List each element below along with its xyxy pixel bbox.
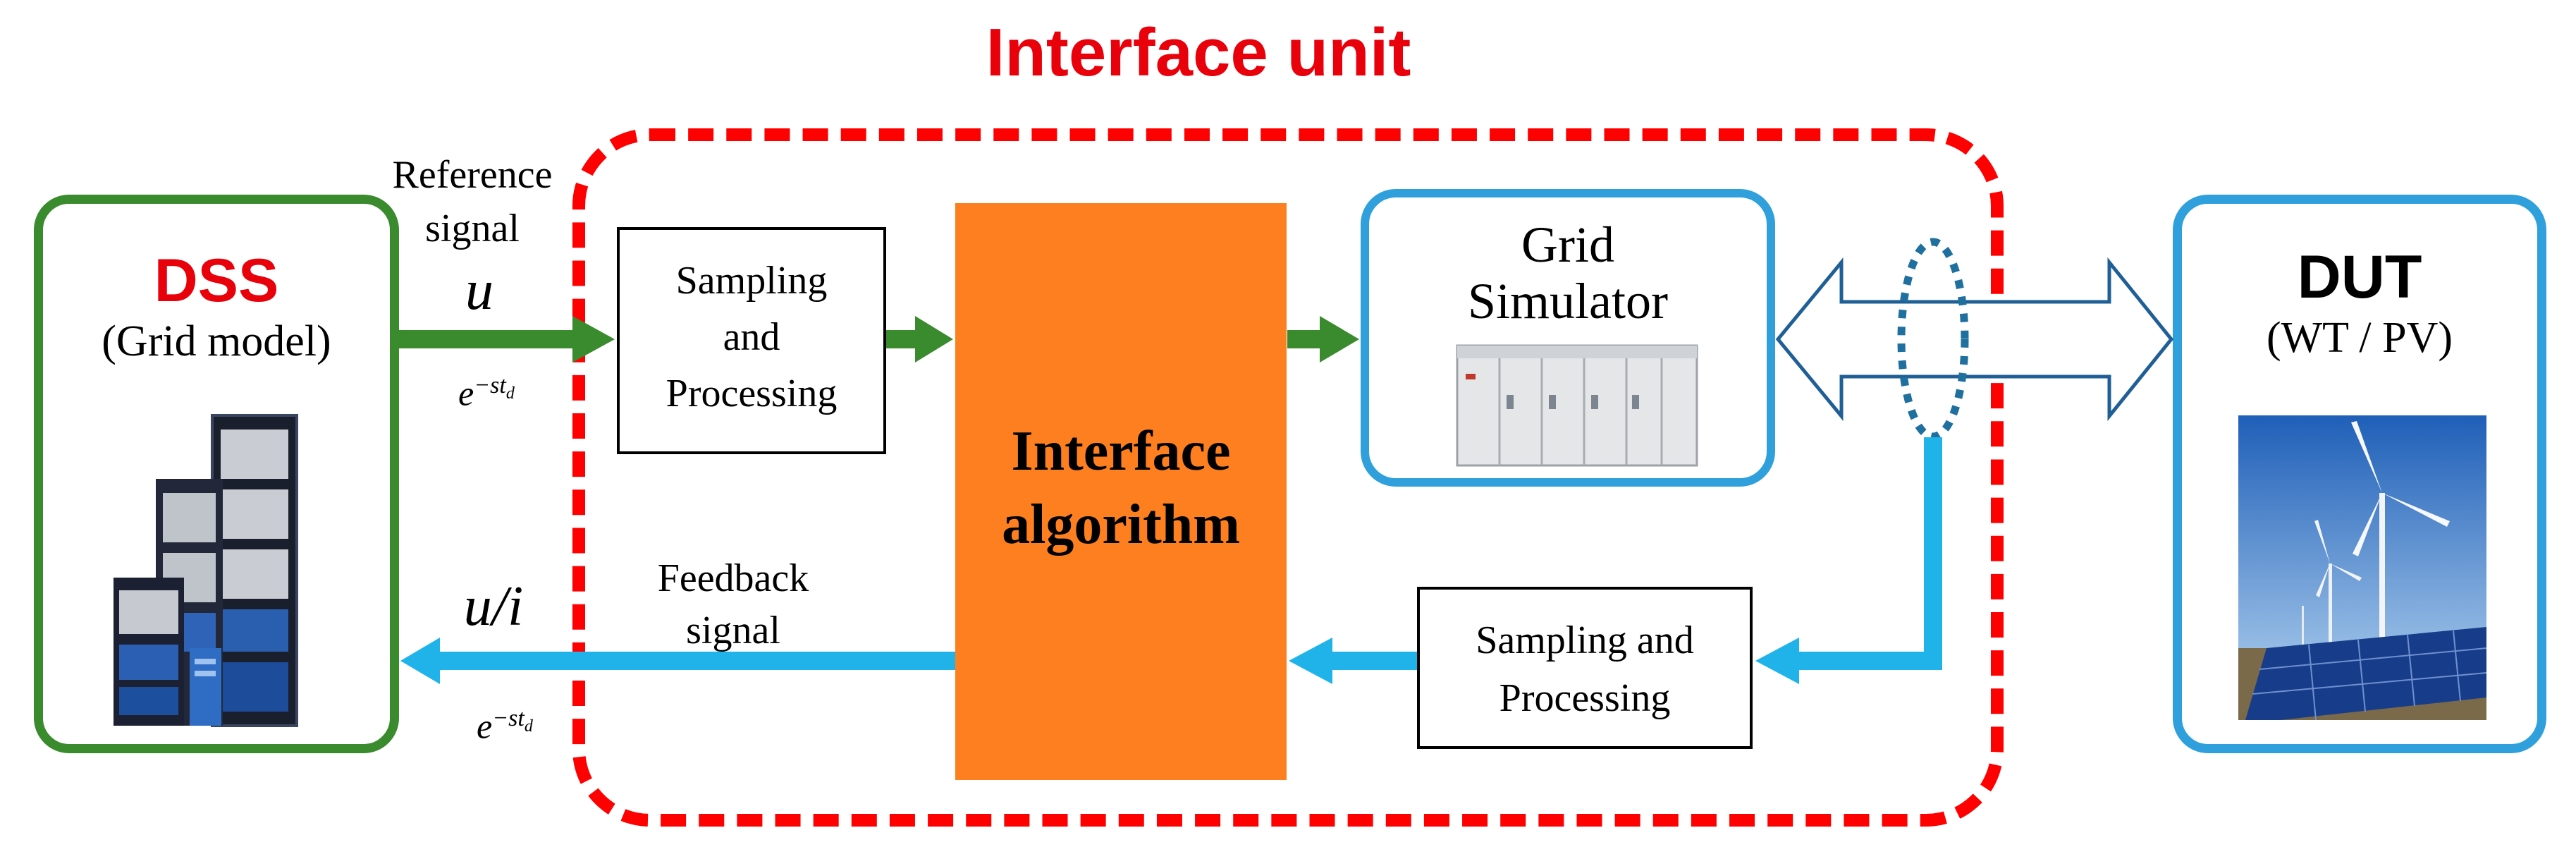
feedback-label-line2: signal xyxy=(686,609,780,652)
grid-simulator-block: Grid Simulator xyxy=(1361,189,1775,487)
measurement-ellipse xyxy=(1897,238,1969,441)
algorithm-line1: Interface xyxy=(1011,420,1231,482)
reference-delay-exponent: −st xyxy=(474,372,506,398)
feedback-label-line1: Feedback xyxy=(657,556,809,600)
dut-block: DUT (WT / PV) xyxy=(2173,195,2546,753)
dut-wind-pv-image xyxy=(2238,415,2486,720)
sampling-to-algorithm-arrow xyxy=(886,316,953,363)
measurement-feedback-path xyxy=(1755,437,1942,684)
reference-label-line2: signal xyxy=(425,207,520,250)
diagram-title: Interface unit xyxy=(986,15,1411,90)
sampling-top-line3: Processing xyxy=(666,372,838,415)
sampling-bottom-line2: Processing xyxy=(1499,676,1671,720)
algorithm-line2: algorithm xyxy=(1002,494,1240,556)
sampling-top-line1: Sampling xyxy=(675,259,828,303)
grid-simulator-cabinet-image xyxy=(1456,344,1698,467)
reference-delay: e−std xyxy=(458,374,515,411)
feedback-symbol: u/i xyxy=(463,575,524,638)
reference-delay-subscript: d xyxy=(505,384,515,403)
grid-simulator-line1: Grid xyxy=(1521,217,1614,273)
dss-sublabel: (Grid model) xyxy=(102,317,331,365)
algorithm-to-grid-arrow xyxy=(1287,316,1359,363)
reference-arrow xyxy=(399,316,615,363)
interface-algorithm-block: Interface algorithm xyxy=(955,203,1287,780)
feedback-delay-base: e xyxy=(477,706,493,746)
dut-sublabel: (WT / PV) xyxy=(2266,314,2453,362)
feedback-arrow xyxy=(400,638,955,684)
sampling-top-line2: and xyxy=(723,315,780,359)
dss-hardware-image xyxy=(114,414,298,727)
sampling-to-algorithm-feedback-arrow xyxy=(1289,638,1417,684)
power-double-arrow xyxy=(1775,257,2174,422)
reference-symbol: u xyxy=(465,260,493,322)
reference-label-line1: Reference xyxy=(392,153,553,197)
dut-label: DUT xyxy=(2297,243,2422,311)
reference-delay-base: e xyxy=(458,373,474,413)
dss-label: DSS xyxy=(154,247,279,315)
sampling-processing-top-block: Sampling and Processing xyxy=(617,227,886,454)
feedback-delay-exponent: −st xyxy=(492,705,525,731)
sampling-processing-bottom-block: Sampling and Processing xyxy=(1417,587,1753,749)
sampling-bottom-line1: Sampling and xyxy=(1476,619,1694,662)
grid-simulator-line2: Simulator xyxy=(1468,273,1668,329)
dss-block: DSS (Grid model) xyxy=(34,195,399,753)
feedback-delay: e−std xyxy=(477,707,533,744)
feedback-delay-subscript: d xyxy=(524,717,533,736)
